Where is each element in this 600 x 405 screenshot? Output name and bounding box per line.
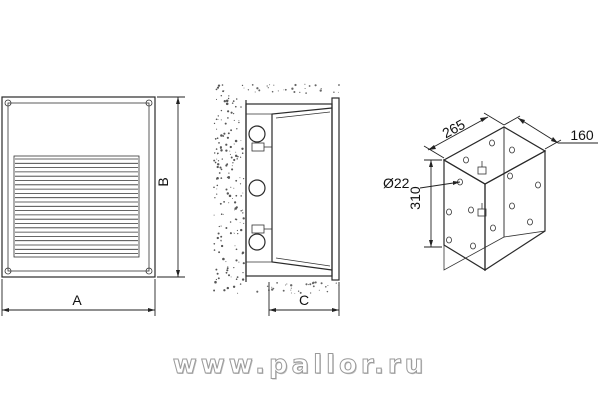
louver-grille [13, 155, 140, 258]
dimension-265-label: 265 [439, 116, 467, 141]
front-frame-inner [7, 102, 150, 272]
fastener-icon [477, 161, 487, 175]
screw-icon [4, 267, 12, 275]
fastener-icon [477, 203, 487, 217]
dimension-160-label: 160 [570, 127, 594, 143]
watermark-text: www.pallor.ru [172, 350, 428, 381]
dimension-b: B [155, 96, 185, 278]
louver-section [271, 107, 333, 271]
dimension-310-label: 310 [407, 186, 423, 210]
knockout-icon [248, 233, 266, 251]
knockout-icon [248, 125, 266, 143]
dimension-160: 160 [503, 115, 598, 150]
dimension-b-label: B [155, 177, 171, 186]
dimension-a: A [1, 279, 156, 316]
screw-icon [145, 267, 153, 275]
dimension-c-label: C [299, 292, 309, 308]
dimension-310: 310 [407, 159, 442, 248]
screw-icon [4, 99, 12, 107]
mount-screw-icon [251, 142, 272, 152]
knockout-holes [446, 139, 541, 250]
wall-hatch [213, 83, 340, 295]
screw-icon [145, 99, 153, 107]
front-frame-outer [1, 96, 156, 278]
dimension-265: 265 [423, 112, 505, 159]
box-top-face [442, 126, 547, 185]
mount-screw-icon [251, 224, 272, 234]
dimension-c: C [268, 282, 340, 316]
knockout-icon [248, 179, 266, 197]
side-view: C [213, 83, 340, 316]
dimension-a-label: A [72, 292, 82, 308]
isometric-box: 265 160 310 Ø22 [383, 112, 598, 272]
dimension-hole-label: Ø22 [383, 175, 410, 191]
dimension-hole: Ø22 [383, 175, 461, 191]
front-view: A B [1, 96, 185, 316]
box-side-face [484, 149, 546, 272]
front-flange [331, 97, 340, 281]
